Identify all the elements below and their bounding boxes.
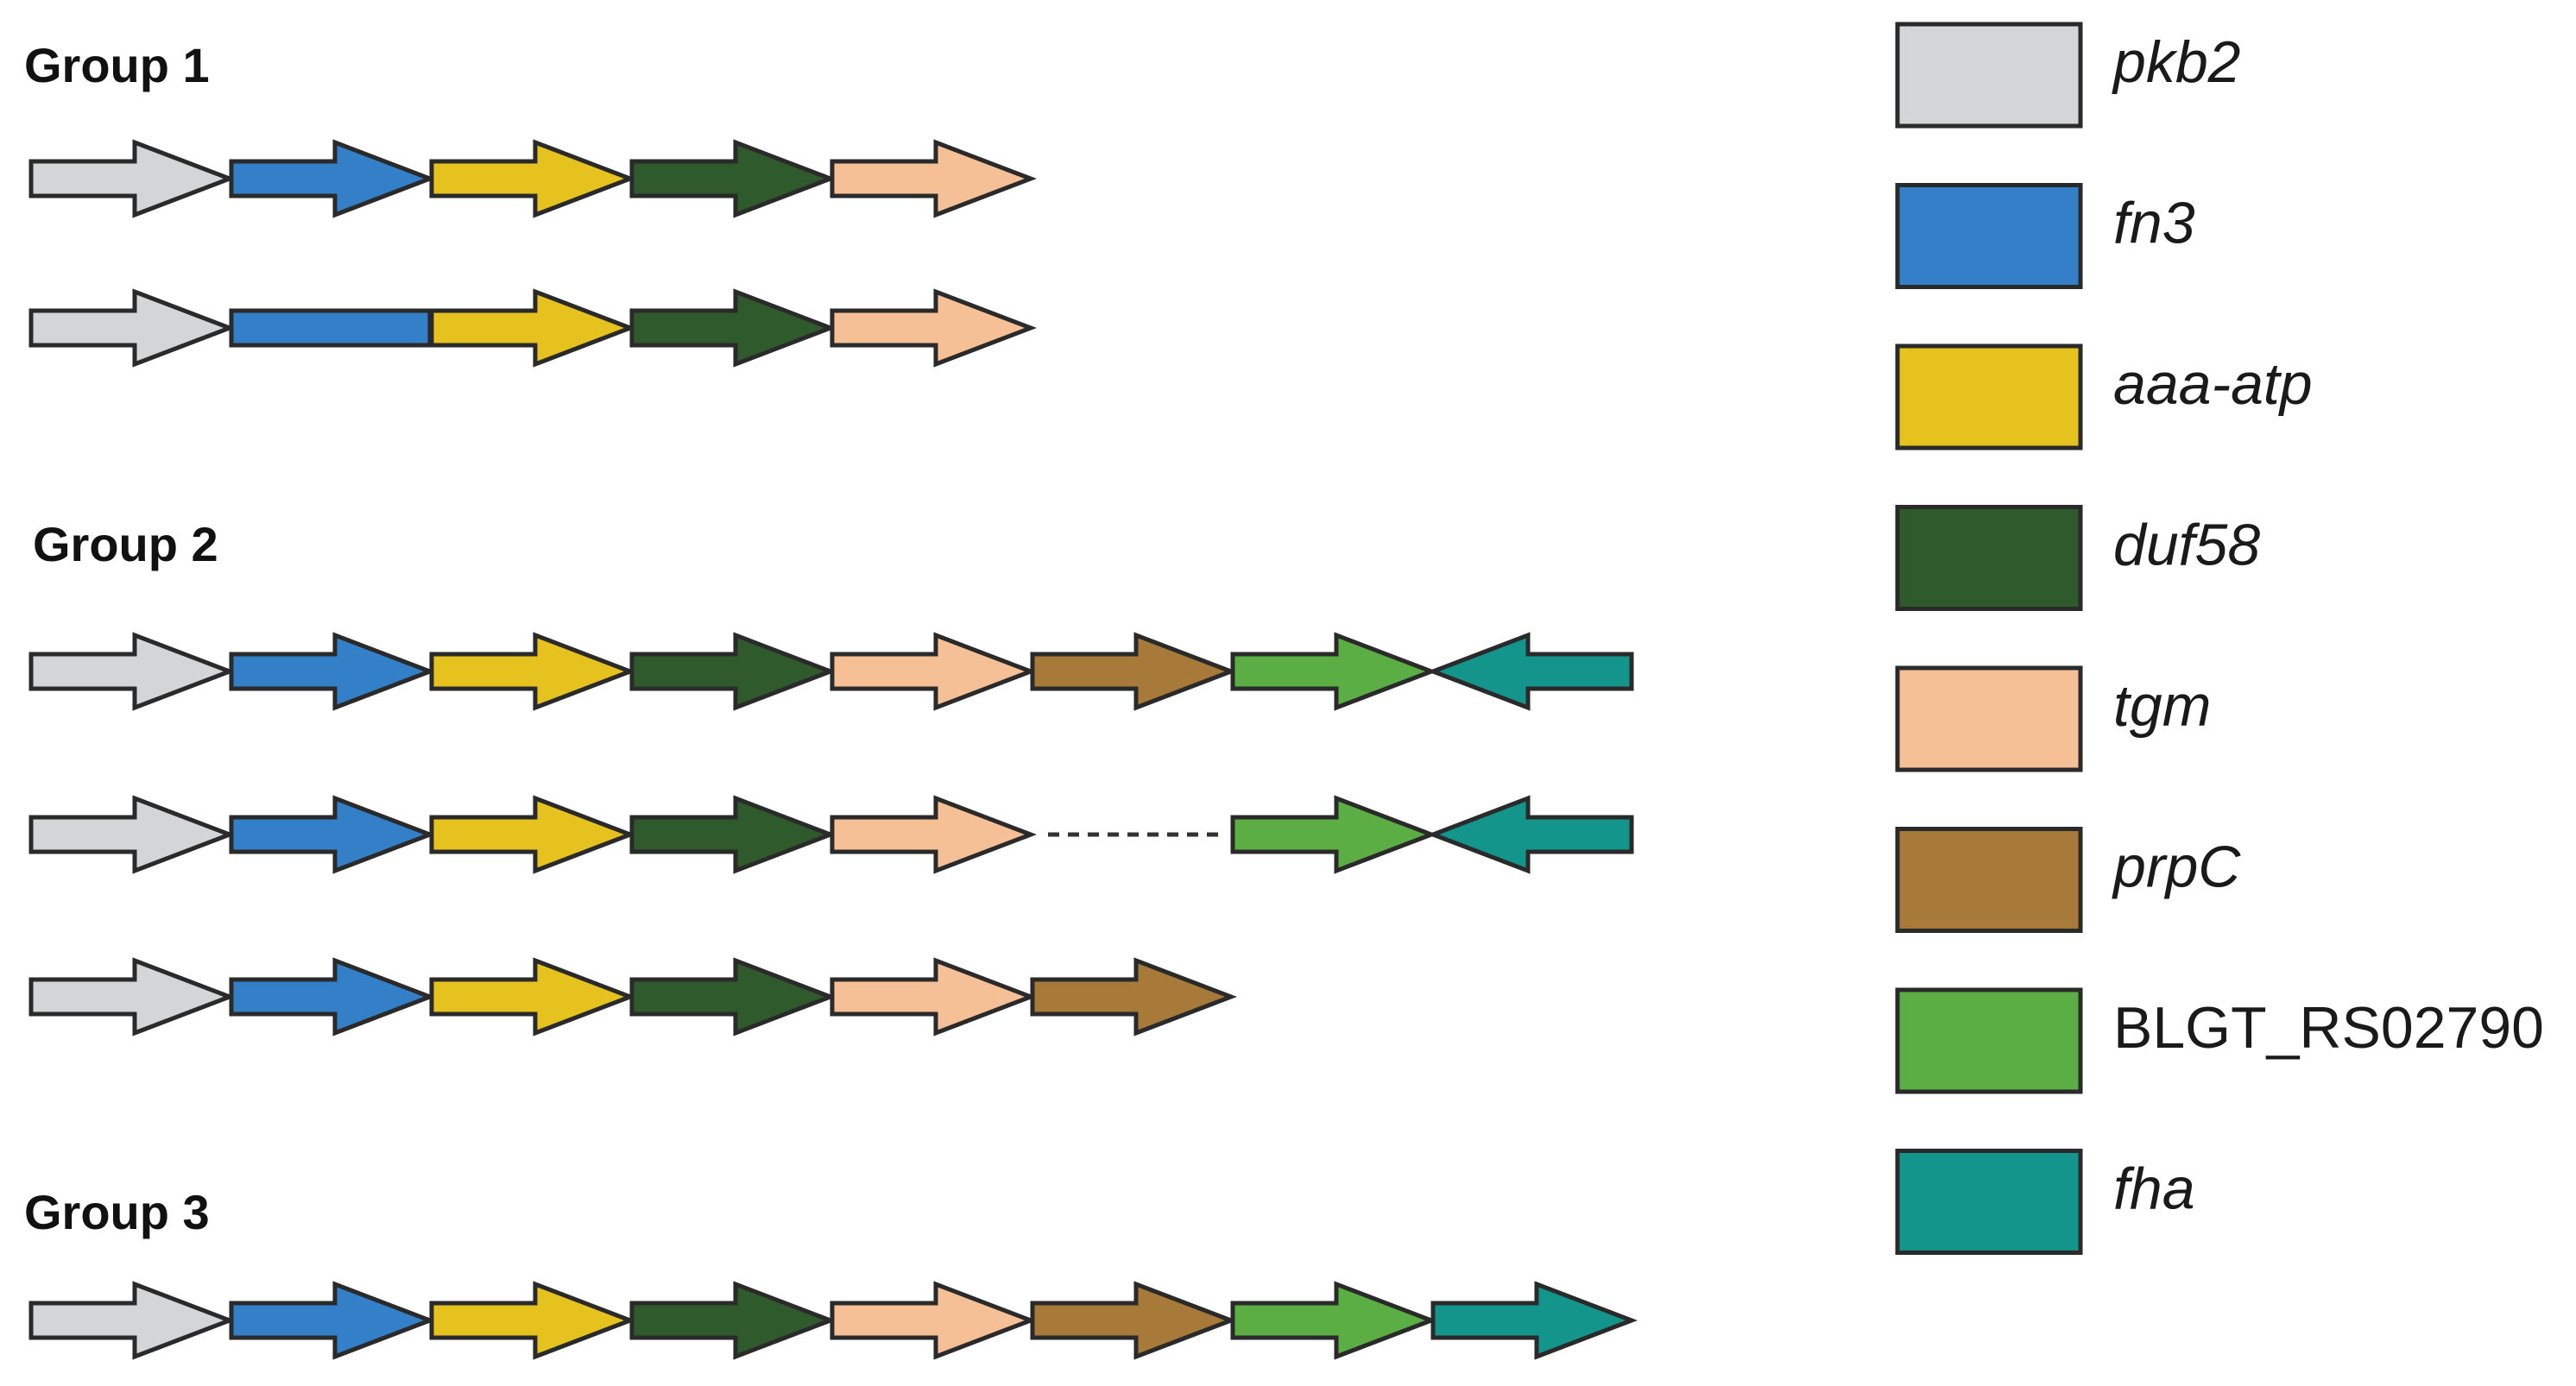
gene-fn3-arrow xyxy=(229,1281,437,1360)
gene-tgm-arrow xyxy=(830,632,1038,711)
legend-entry-blgt-rs02790: BLGT_RS02790 xyxy=(1895,987,2544,1094)
gene-tgm-arrow xyxy=(830,139,1038,218)
gene-aaa-atp-arrow xyxy=(429,957,637,1036)
legend-swatch xyxy=(1895,343,2083,450)
legend-entry-pkb2: pkb2 xyxy=(1895,22,2240,129)
gene-pkb2-arrow xyxy=(28,632,237,711)
gene-row xyxy=(28,1281,1638,1360)
gene-duf58-arrow xyxy=(629,795,837,874)
legend-label: aaa-atp xyxy=(2113,351,2313,417)
group-3-title: Group 3 xyxy=(24,1185,210,1239)
legend-entry-duf58: duf58 xyxy=(1895,505,2260,611)
legend-entry-fn3: fn3 xyxy=(1895,183,2195,289)
legend-swatch xyxy=(1895,827,2083,933)
legend-swatch xyxy=(1895,505,2083,611)
legend-entry-tgm: tgm xyxy=(1895,665,2211,772)
legend: pkb2 fn3 aaa-atp duf58 tgm prpC BLGT_RS02790fh… xyxy=(1895,22,2544,1255)
legend-label: tgm xyxy=(2113,673,2211,739)
gene-groups: Group 1 Group 2 Group 3 xyxy=(24,38,1638,1360)
gene-aaa-atp-arrow xyxy=(429,288,637,368)
legend-entry-prpc: prpC xyxy=(1895,827,2241,933)
gene-pkb2-arrow xyxy=(28,139,237,218)
gene-fha-arrow xyxy=(1426,632,1634,711)
legend-label: prpC xyxy=(2112,835,2241,900)
gene-row xyxy=(28,139,1038,218)
gene-pkb2-arrow xyxy=(28,1281,237,1360)
gene-fn3-arrow xyxy=(229,632,437,711)
legend-label: pkb2 xyxy=(2112,29,2240,95)
gene-tgm-arrow xyxy=(830,1281,1038,1360)
gene-fha-arrow xyxy=(1430,1281,1638,1360)
legend-label: BLGT_RS02790 xyxy=(2113,995,2544,1061)
legend-label: fn3 xyxy=(2113,191,2195,256)
legend-swatch xyxy=(1895,665,2083,772)
gene-tgm-arrow xyxy=(830,795,1038,874)
gene-row xyxy=(28,957,1238,1036)
group-1-title: Group 1 xyxy=(24,38,210,92)
gene-tgm-arrow xyxy=(830,288,1038,368)
gene-duf58-arrow xyxy=(629,1281,837,1360)
legend-swatch xyxy=(1895,1149,2083,1255)
gene-prpc-arrow xyxy=(1030,957,1238,1036)
legend-swatch xyxy=(1895,987,2083,1094)
legend-swatch xyxy=(1895,22,2083,129)
gene-aaa-atp-arrow xyxy=(429,1281,637,1360)
legend-label: duf58 xyxy=(2113,513,2260,578)
gene-fn3-arrow xyxy=(229,139,437,218)
gene-row xyxy=(28,632,1634,711)
gene-duf58-arrow xyxy=(629,957,837,1036)
gene-duf58-arrow xyxy=(629,139,837,218)
gene-pkb2-arrow xyxy=(28,288,237,368)
gene-rows xyxy=(28,139,1638,1360)
gene-fn3-arrow xyxy=(229,957,437,1036)
gene-aaa-atp-arrow xyxy=(429,795,637,874)
gene-fn3-bar xyxy=(229,308,432,348)
group-2-title: Group 2 xyxy=(33,517,218,571)
gene-tgm-arrow xyxy=(830,957,1038,1036)
gene-fn3-arrow xyxy=(229,795,437,874)
gene-blgt-rs02790-arrow xyxy=(1230,632,1438,711)
gene-aaa-atp-arrow xyxy=(429,632,637,711)
gene-prpc-arrow xyxy=(1030,632,1238,711)
legend-label: fha xyxy=(2113,1156,2195,1222)
gene-fha-arrow xyxy=(1426,795,1634,874)
legend-entry-fha: fha xyxy=(1895,1149,2195,1255)
legend-swatch xyxy=(1895,183,2083,289)
gene-row xyxy=(28,795,1634,874)
gene-blgt-rs02790-arrow xyxy=(1230,795,1438,874)
gene-aaa-atp-arrow xyxy=(429,139,637,218)
gene-row xyxy=(28,288,1038,368)
gene-duf58-arrow xyxy=(629,288,837,368)
legend-entry-aaa-atp: aaa-atp xyxy=(1895,343,2313,450)
gene-pkb2-arrow xyxy=(28,957,237,1036)
gene-blgt-rs02790-arrow xyxy=(1230,1281,1438,1360)
gene-pkb2-arrow xyxy=(28,795,237,874)
gene-prpc-arrow xyxy=(1030,1281,1238,1360)
gene-duf58-arrow xyxy=(629,632,837,711)
